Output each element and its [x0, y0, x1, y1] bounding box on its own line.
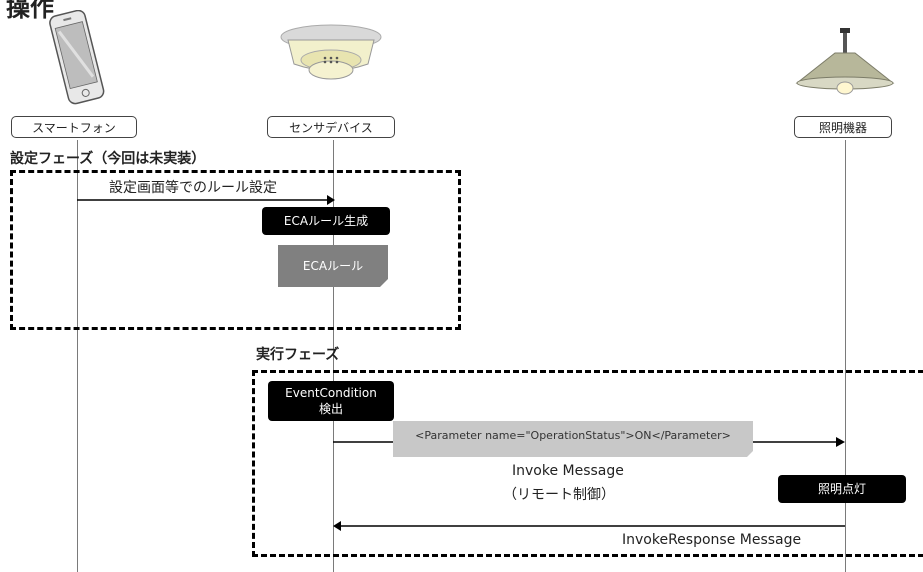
setup-rule-message: 設定画面等でのルール設定 — [109, 180, 277, 196]
lifeline-light — [845, 140, 846, 572]
eca-rule-generate-box: ECAルール生成 — [262, 207, 390, 235]
detect-box-line2: 検出 — [318, 402, 343, 416]
setup-rule-arrow — [77, 195, 335, 205]
smoke-sensor-icon — [280, 24, 382, 80]
setup-phase-title: 設定フェーズ（今回は未実装） — [10, 151, 206, 167]
eca-rule-document: ECAルール — [278, 245, 388, 287]
lifeline-smartphone — [77, 140, 78, 572]
actor-sensor-device: センサデバイス — [267, 116, 395, 138]
ceiling-lamp-icon — [795, 28, 895, 95]
event-condition-detect-box: EventCondition 検出 — [268, 381, 394, 421]
light-on-box: 照明点灯 — [778, 475, 906, 503]
invoke-message-sublabel: （リモート制御） — [503, 487, 615, 503]
smartphone-icon — [49, 10, 105, 105]
invoke-message-label: Invoke Message — [512, 463, 624, 479]
exec-phase-title: 実行フェーズ — [256, 347, 340, 363]
response-message-label: InvokeResponse Message — [622, 532, 802, 548]
exec-phase-frame — [252, 370, 923, 557]
detect-box-line1: EventCondition — [285, 386, 377, 400]
actor-lighting-device: 照明機器 — [794, 116, 892, 138]
actor-smartphone: スマートフォン — [11, 116, 137, 138]
setup-phase-frame — [10, 170, 461, 330]
lifeline-sensor — [333, 140, 334, 572]
response-arrow — [333, 521, 845, 531]
parameter-payload: <Parameter name="OperationStatus">ON</Pa… — [393, 421, 753, 457]
header-fragment: 操作 — [6, 0, 54, 22]
